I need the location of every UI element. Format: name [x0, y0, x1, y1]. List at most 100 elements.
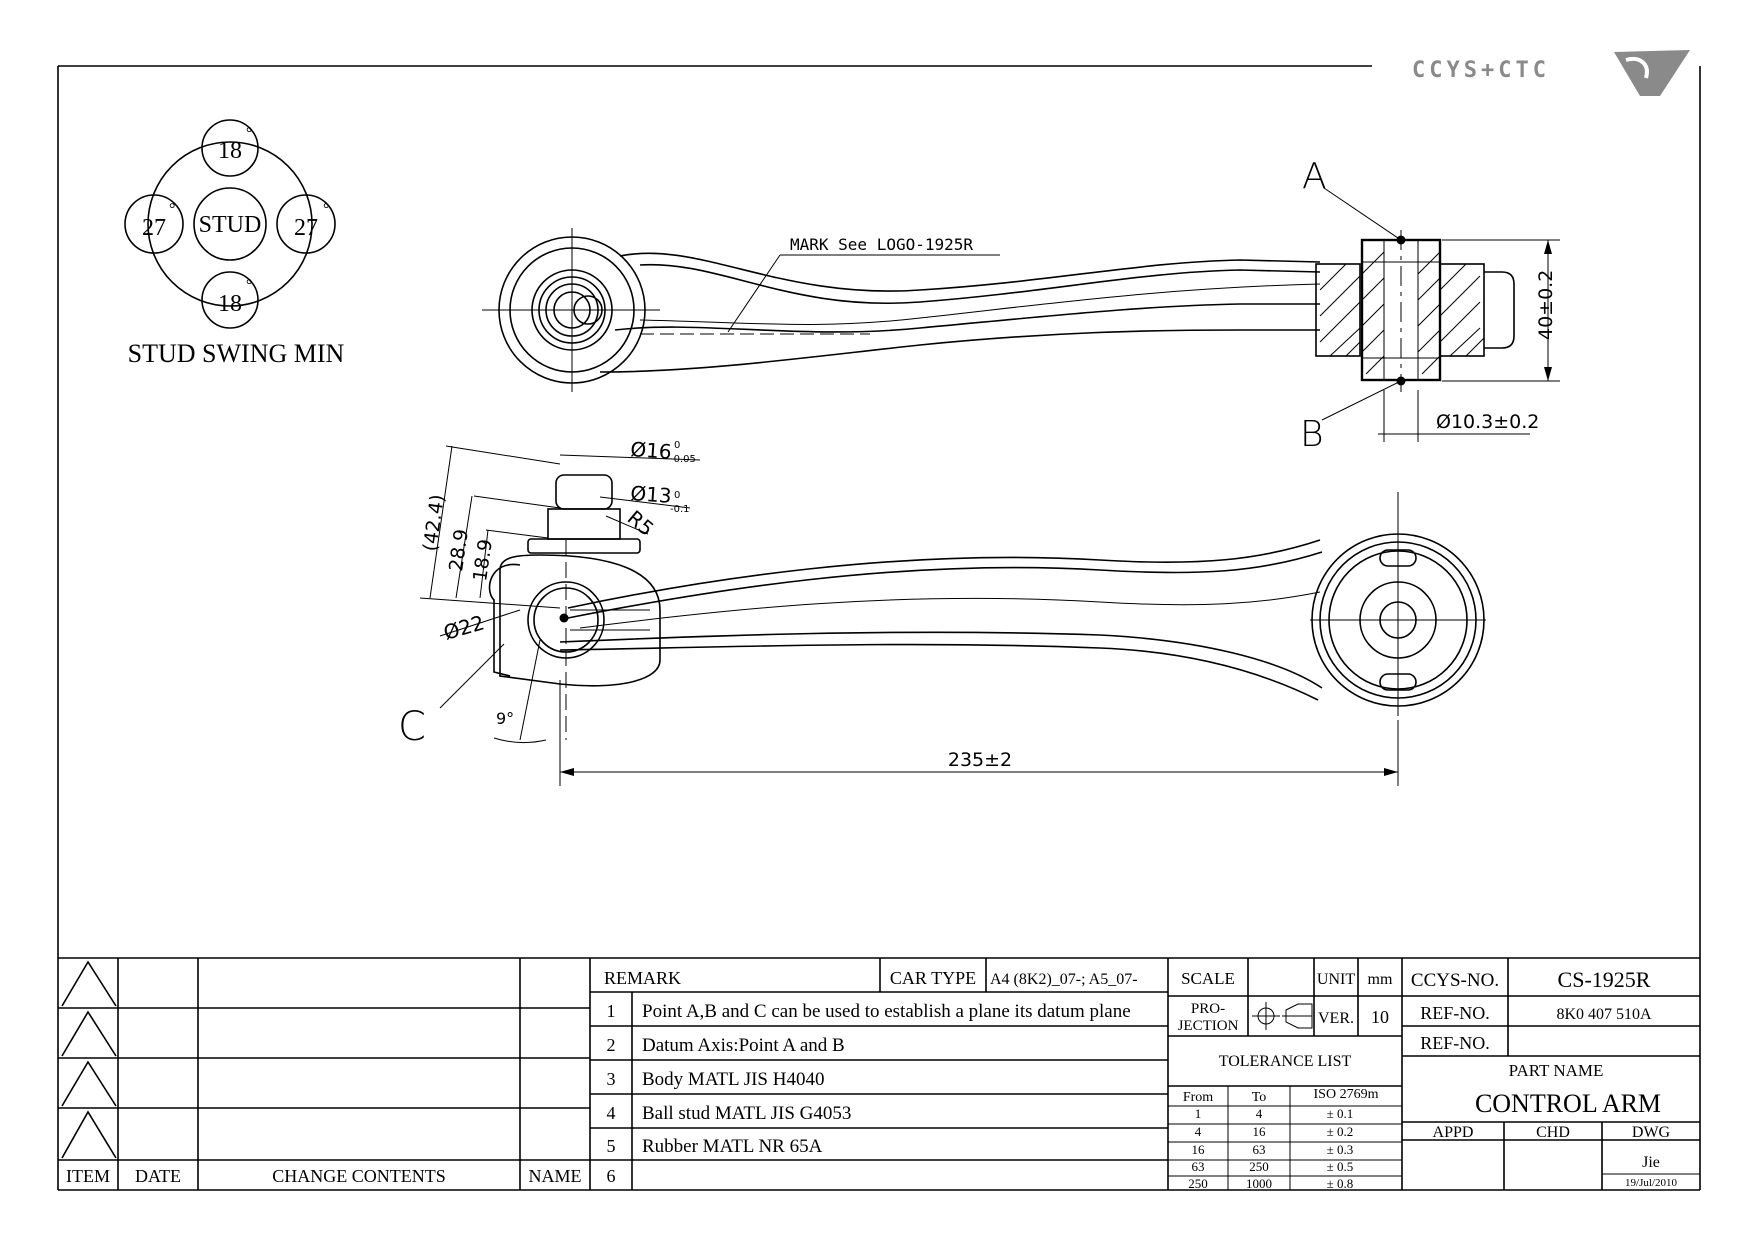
stud-swing-title: STUD SWING MIN [128, 339, 345, 368]
sheet-border [57, 65, 1701, 1191]
tol-row4-to: 250 [1249, 1159, 1269, 1174]
logo-text: CCYS+CTC [1412, 58, 1550, 83]
drawn-by: Jie [1642, 1154, 1660, 1171]
revision-table: ITEM DATE CHANGE CONTENTS NAME [66, 1166, 582, 1186]
rev-header-date: DATE [135, 1166, 181, 1186]
stud-top-angle: 18 [218, 138, 242, 164]
ref-no-value: 8K0 407 510A [1556, 1006, 1652, 1023]
scale-label: SCALE [1181, 969, 1235, 988]
logo-mark [1614, 50, 1690, 96]
tol-row3-from: 16 [1192, 1142, 1206, 1157]
tolerance-title: TOLERANCE LIST [1219, 1053, 1352, 1070]
tol-row5-to: 1000 [1246, 1176, 1272, 1191]
remark-text-4: Ball stud MATL JIS G4053 [642, 1103, 851, 1124]
projection-label-1: PRO- [1191, 1001, 1225, 1017]
remark-num-2: 2 [607, 1035, 616, 1055]
remark-text-2: Datum Axis:Point A and B [642, 1035, 845, 1056]
tol-row2-tol: ± 0.2 [1327, 1124, 1354, 1139]
control-arm-top-view: A B 40±0.2 Ø10.3±0.2 MARK See LOGO-1925R [482, 156, 1560, 455]
dim-stud-top-tol-upper: 0 [674, 440, 680, 451]
point-b-label: B [1300, 414, 1324, 455]
ccys-no-label: CCYS-NO. [1411, 970, 1499, 991]
appd-label: APPD [1433, 1124, 1474, 1141]
revision-triangles [61, 960, 117, 1159]
company-logo: CCYS+CTC [1412, 50, 1690, 96]
chd-label: CHD [1536, 1124, 1570, 1141]
dim-height: 40±0.2 [1535, 270, 1557, 340]
tol-row3-tol: ± 0.3 [1327, 1142, 1354, 1157]
dwg-label: DWG [1632, 1124, 1671, 1141]
rev-header-name: NAME [529, 1166, 582, 1186]
dim-28-label: 28.9 [445, 528, 473, 573]
tol-row2-from: 4 [1195, 1124, 1202, 1139]
remark-text-5: Rubber MATL NR 65A [642, 1136, 823, 1157]
tol-header-from: From [1183, 1090, 1213, 1105]
point-c-dot [559, 613, 569, 623]
part-name: CONTROL ARM [1475, 1089, 1661, 1118]
degree-mark-right: ° [323, 201, 329, 218]
title-block-grid [58, 957, 1700, 1190]
dim-angle: 9° [496, 709, 514, 728]
tol-row5-tol: ± 0.8 [1327, 1176, 1354, 1191]
stud-bottom-angle: 18 [218, 291, 242, 317]
tol-header-to: To [1252, 1090, 1267, 1105]
dim-stud-mid-tol-upper: 0 [674, 490, 680, 501]
stud-swing-diagram: STUD 18 18 27 27 ° ° ° ° STUD SWING MIN [124, 119, 345, 368]
remark-text-3: Body MATL JIS H4040 [642, 1069, 824, 1090]
tol-row4-tol: ± 0.5 [1327, 1159, 1354, 1174]
dim-stud-top-tol-lower: -0.05 [670, 454, 696, 465]
tol-row1-from: 1 [1195, 1106, 1202, 1121]
remark-num-3: 3 [607, 1069, 616, 1089]
remark-table: REMARK CAR TYPE A4 (8K2)_07-; A5_07- 1 P… [604, 968, 1138, 1186]
control-arm-side-view: (42.4) 28.9 18.9 Ø16 0 -0.05 Ø13 0 -0.1 … [398, 437, 1486, 786]
tol-row5-from: 250 [1188, 1176, 1208, 1191]
point-c-label: C [398, 704, 426, 750]
ccys-no-value: CS-1925R [1558, 967, 1651, 992]
car-type-value: A4 (8K2)_07-; A5_07- [990, 971, 1138, 988]
stud-center-label: STUD [199, 212, 262, 238]
tol-row1-tol: ± 0.1 [1327, 1106, 1354, 1121]
ref-no-label: REF-NO. [1420, 1003, 1490, 1023]
bushing-hatching [1319, 251, 1485, 375]
remark-header: REMARK [604, 968, 681, 988]
car-type-label: CAR TYPE [890, 968, 976, 988]
ver-value: 10 [1371, 1007, 1389, 1027]
tol-row1-to: 4 [1256, 1106, 1263, 1121]
dim-stud-top: Ø16 [630, 437, 673, 464]
part-title-block: CCYS-NO. CS-1925R REF-NO. 8K0 407 510A R… [1411, 967, 1678, 1189]
remark-num-6: 6 [607, 1166, 616, 1186]
remark-num-5: 5 [607, 1136, 616, 1156]
rev-header-item: ITEM [66, 1166, 110, 1186]
dim-bore: Ø10.3±0.2 [1436, 411, 1539, 433]
mark-note: MARK See LOGO-1925R [790, 235, 973, 254]
unit-label: UNIT [1317, 971, 1355, 988]
ver-label: VER. [1318, 1010, 1354, 1027]
tol-header-iso: ISO 2769m [1314, 1087, 1379, 1102]
degree-mark-left: ° [169, 201, 175, 218]
point-a-label: A [1302, 156, 1327, 197]
dim-ball: Ø22 [441, 610, 487, 644]
degree-mark-bottom: ° [246, 277, 252, 294]
dim-length: 235±2 [948, 749, 1012, 771]
remark-text-1: Point A,B and C can be used to establish… [642, 1001, 1131, 1022]
dim-42-label: (42.4) [419, 493, 449, 553]
tol-row2-to: 16 [1253, 1124, 1267, 1139]
drawing-date: 19/Jul/2010 [1625, 1177, 1677, 1189]
dim-stud-mid-tol-lower: -0.1 [670, 504, 690, 515]
stud-left-angle: 27 [142, 215, 166, 241]
remark-num-1: 1 [607, 1001, 616, 1021]
projection-label-2: JECTION [1178, 1018, 1239, 1034]
rev-header-change: CHANGE CONTENTS [272, 1166, 446, 1186]
unit-value: mm [1368, 971, 1393, 988]
tol-row4-from: 63 [1192, 1159, 1205, 1174]
degree-mark-top: ° [246, 125, 252, 142]
scale-block: SCALE UNIT mm PRO- JECTION VER. 10 [1178, 969, 1393, 1034]
tol-row3-to: 63 [1253, 1142, 1266, 1157]
remark-num-4: 4 [607, 1103, 616, 1123]
stud-right-angle: 27 [294, 215, 318, 241]
projection-symbol [1252, 1002, 1313, 1030]
part-name-label: PART NAME [1509, 1061, 1604, 1080]
tolerance-list: TOLERANCE LIST From To ISO 2769m 1 4 ± 0… [1183, 1053, 1379, 1191]
dim-radius: R5 [623, 505, 659, 540]
